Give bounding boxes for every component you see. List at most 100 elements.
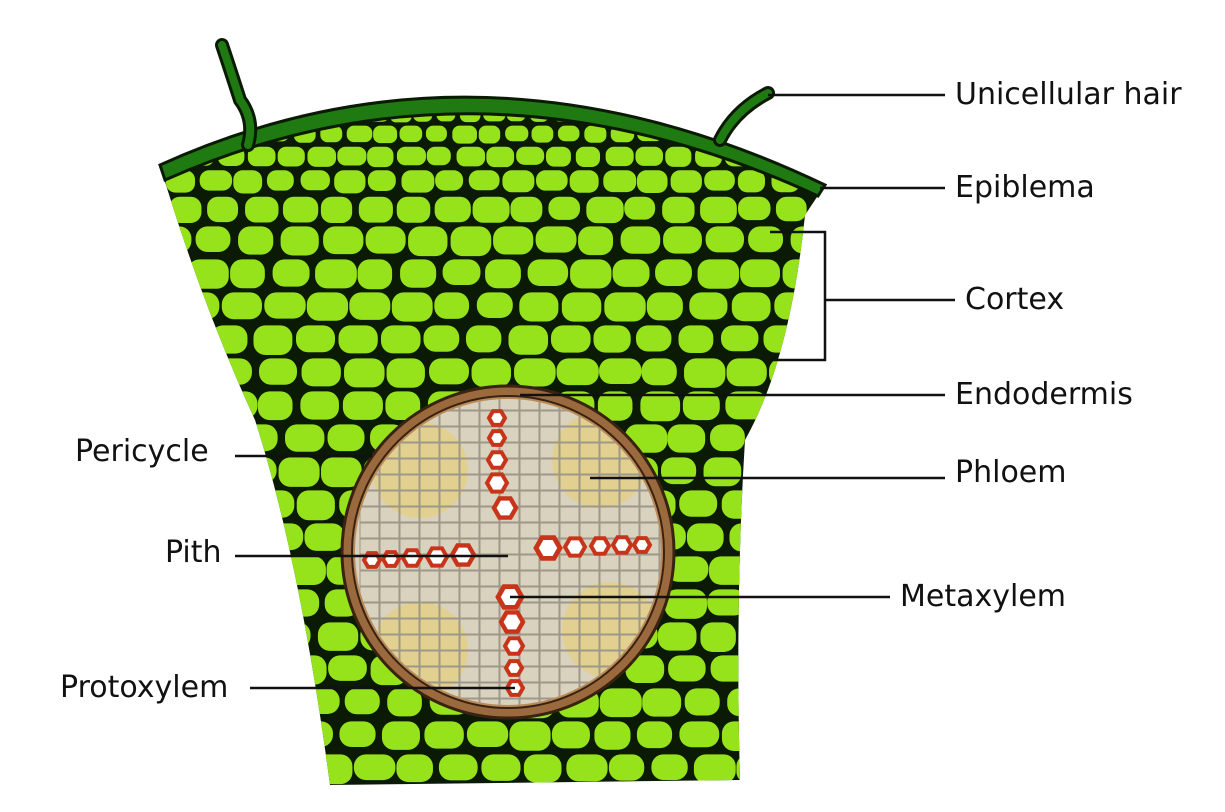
cortex-cell (679, 721, 720, 748)
cortex-cell (832, 75, 847, 86)
stele-cell (439, 506, 460, 523)
cortex-cell (254, 490, 295, 518)
cortex-cell (476, 292, 513, 318)
cortex-cell (272, 259, 310, 287)
cortex-cell (322, 75, 338, 85)
cortex-cell (239, 589, 277, 617)
cortex-cell (241, 556, 278, 587)
cortex-cell (282, 589, 320, 617)
cortex-cell (663, 226, 702, 254)
cortex-cell (509, 721, 551, 751)
cortex-cell (580, 97, 597, 104)
label-protoxylem: Protoxylem (60, 670, 229, 705)
cortex-cell (424, 721, 464, 749)
cortex-cell (207, 196, 239, 223)
stele-cell (479, 538, 500, 555)
cortex-cell (179, 292, 220, 320)
cortex-cell (774, 292, 813, 320)
stele-cell (399, 522, 420, 539)
cortex-cell (556, 358, 599, 386)
cortex-cell (806, 721, 825, 750)
stele-cell (399, 586, 420, 603)
cortex-cell (731, 292, 771, 322)
stele-cell (459, 570, 480, 587)
stele-cell (599, 474, 620, 491)
stele-cell (419, 474, 440, 491)
stele-cell (459, 586, 480, 603)
stele-cell (439, 426, 460, 443)
cortex-cell (668, 787, 705, 812)
cortex-cell (626, 787, 667, 812)
cortex-cell (670, 170, 702, 193)
cortex-cell (709, 556, 752, 585)
cortex-cell (704, 75, 719, 87)
cortex-cell (396, 146, 426, 166)
cortex-cell (400, 259, 437, 288)
stele-cell (399, 618, 420, 635)
cortex-cell (296, 490, 335, 521)
stele-cell (419, 666, 440, 683)
cortex-cell (291, 97, 309, 104)
stele-cell (599, 442, 620, 459)
stele-cell (519, 474, 540, 491)
cortex-cell (624, 196, 656, 220)
cortex-cell (642, 688, 682, 717)
cortex-cell (323, 226, 364, 255)
cortex-cell (737, 170, 766, 193)
cortex-cell (704, 170, 735, 191)
metaxylem-vessel (491, 496, 519, 520)
cortex-cell (195, 75, 211, 87)
cortex-cell (169, 721, 207, 751)
stele-cell (659, 538, 661, 555)
cortex-cell (729, 523, 768, 552)
stele-cell (459, 522, 480, 539)
cortex-cell (584, 125, 607, 143)
cortex-cell (502, 170, 535, 193)
cortex-cell (769, 358, 806, 387)
stele-cell (419, 490, 440, 507)
cortex-cell (700, 622, 736, 652)
protoxylem-vessel (631, 536, 653, 554)
cortex-cell (302, 688, 340, 714)
stele-cell (519, 399, 540, 411)
stele-cell (439, 618, 460, 635)
cortex-cell (650, 75, 665, 86)
cortex-cell (711, 787, 752, 812)
metaxylem-vessel (533, 535, 563, 561)
cortex-cell (749, 589, 788, 618)
cortex-cell (769, 125, 794, 144)
stele-cell (399, 506, 420, 523)
cortex-cell (456, 787, 493, 812)
cortex-cell (813, 196, 825, 220)
cortex-cell (247, 146, 276, 167)
cortex-cell (259, 358, 297, 385)
cortex-cell (814, 523, 825, 553)
stele-cell (539, 506, 560, 523)
cortex-cell (813, 75, 828, 86)
protoxylem-vessel (503, 659, 525, 677)
stele-cell (539, 490, 560, 507)
cortex-cell (557, 125, 580, 142)
cortex-cell (684, 688, 720, 716)
cortex-cell (833, 226, 869, 254)
cortex-cell (401, 170, 435, 193)
cortex-cell (635, 325, 672, 352)
cortex-cell (226, 754, 264, 783)
stele-cell (419, 634, 440, 651)
cortex-cell (640, 391, 681, 422)
stele-cell (459, 458, 480, 475)
stele-cell (539, 634, 560, 651)
cortex-cell (380, 325, 421, 354)
stele-cell (559, 490, 580, 507)
cortex-cell (245, 196, 279, 223)
cortex-cell (742, 125, 765, 144)
cortex-cell (358, 196, 393, 223)
stele-cell (619, 586, 640, 603)
cortex-cell (597, 391, 633, 421)
cortex-cell (340, 75, 355, 87)
cortex-cell (456, 146, 486, 167)
cortex-cell (285, 424, 325, 452)
cortex-cell (396, 754, 433, 783)
cortex-cell (693, 106, 713, 122)
cortex-cell (835, 589, 872, 616)
